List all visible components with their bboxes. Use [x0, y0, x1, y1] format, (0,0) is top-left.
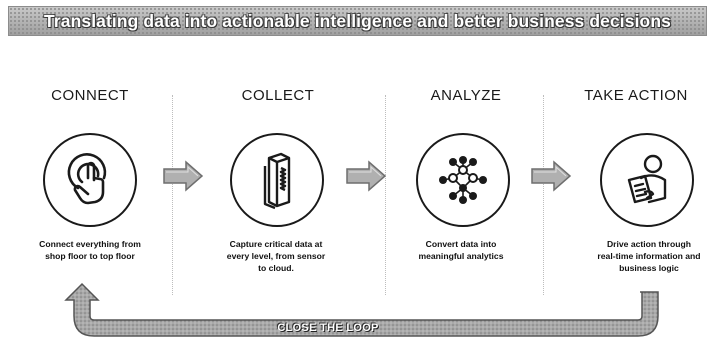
person-clipboard-icon [627, 154, 667, 204]
banner-title: Translating data into actionable intelli… [44, 10, 671, 31]
separator [385, 95, 386, 295]
step-heading-analyze: ANALYZE [430, 87, 502, 104]
loop-band [64, 282, 659, 337]
step-heading-connect: CONNECT [51, 87, 129, 104]
loop-label: CLOSE THE LOOP [277, 322, 379, 334]
take-action-description: Drive action through real-time informati… [574, 238, 714, 274]
touch-hand-icon [67, 153, 107, 205]
right-arrow-icon [163, 160, 204, 192]
collect-circle [230, 133, 324, 227]
description-line: to cloud. [258, 263, 294, 273]
description-line: meaningful analytics [418, 251, 504, 261]
separator [172, 95, 173, 295]
step-heading-collect: COLLECT [241, 87, 315, 104]
description-line: real-time information and [597, 251, 701, 261]
description-line: shop floor to top floor [45, 251, 135, 261]
description-line: Drive action through [606, 239, 692, 249]
take-action-circle [600, 133, 694, 227]
connect-circle [43, 133, 137, 227]
description-line: Connect everything from [39, 239, 141, 249]
right-arrow-icon [531, 160, 572, 192]
description-line: every level, from sensor [226, 251, 326, 261]
connect-description: Connect everything from shop floor to to… [15, 238, 165, 262]
description-line: Convert data into [425, 239, 497, 249]
data-column-icon [263, 152, 291, 210]
separator [543, 95, 544, 295]
analyze-circle [416, 133, 510, 227]
right-arrow-icon [346, 160, 387, 192]
description-line: Capture critical data at [229, 239, 323, 249]
step-heading-take-action: TAKE ACTION [584, 87, 688, 104]
title-banner: Translating data into actionable intelli… [8, 6, 707, 36]
description-line: business logic [619, 263, 679, 273]
network-nodes-icon [439, 156, 487, 204]
collect-description: Capture critical data at every level, fr… [201, 238, 351, 274]
analyze-description: Convert data into meaningful analytics [386, 238, 536, 262]
